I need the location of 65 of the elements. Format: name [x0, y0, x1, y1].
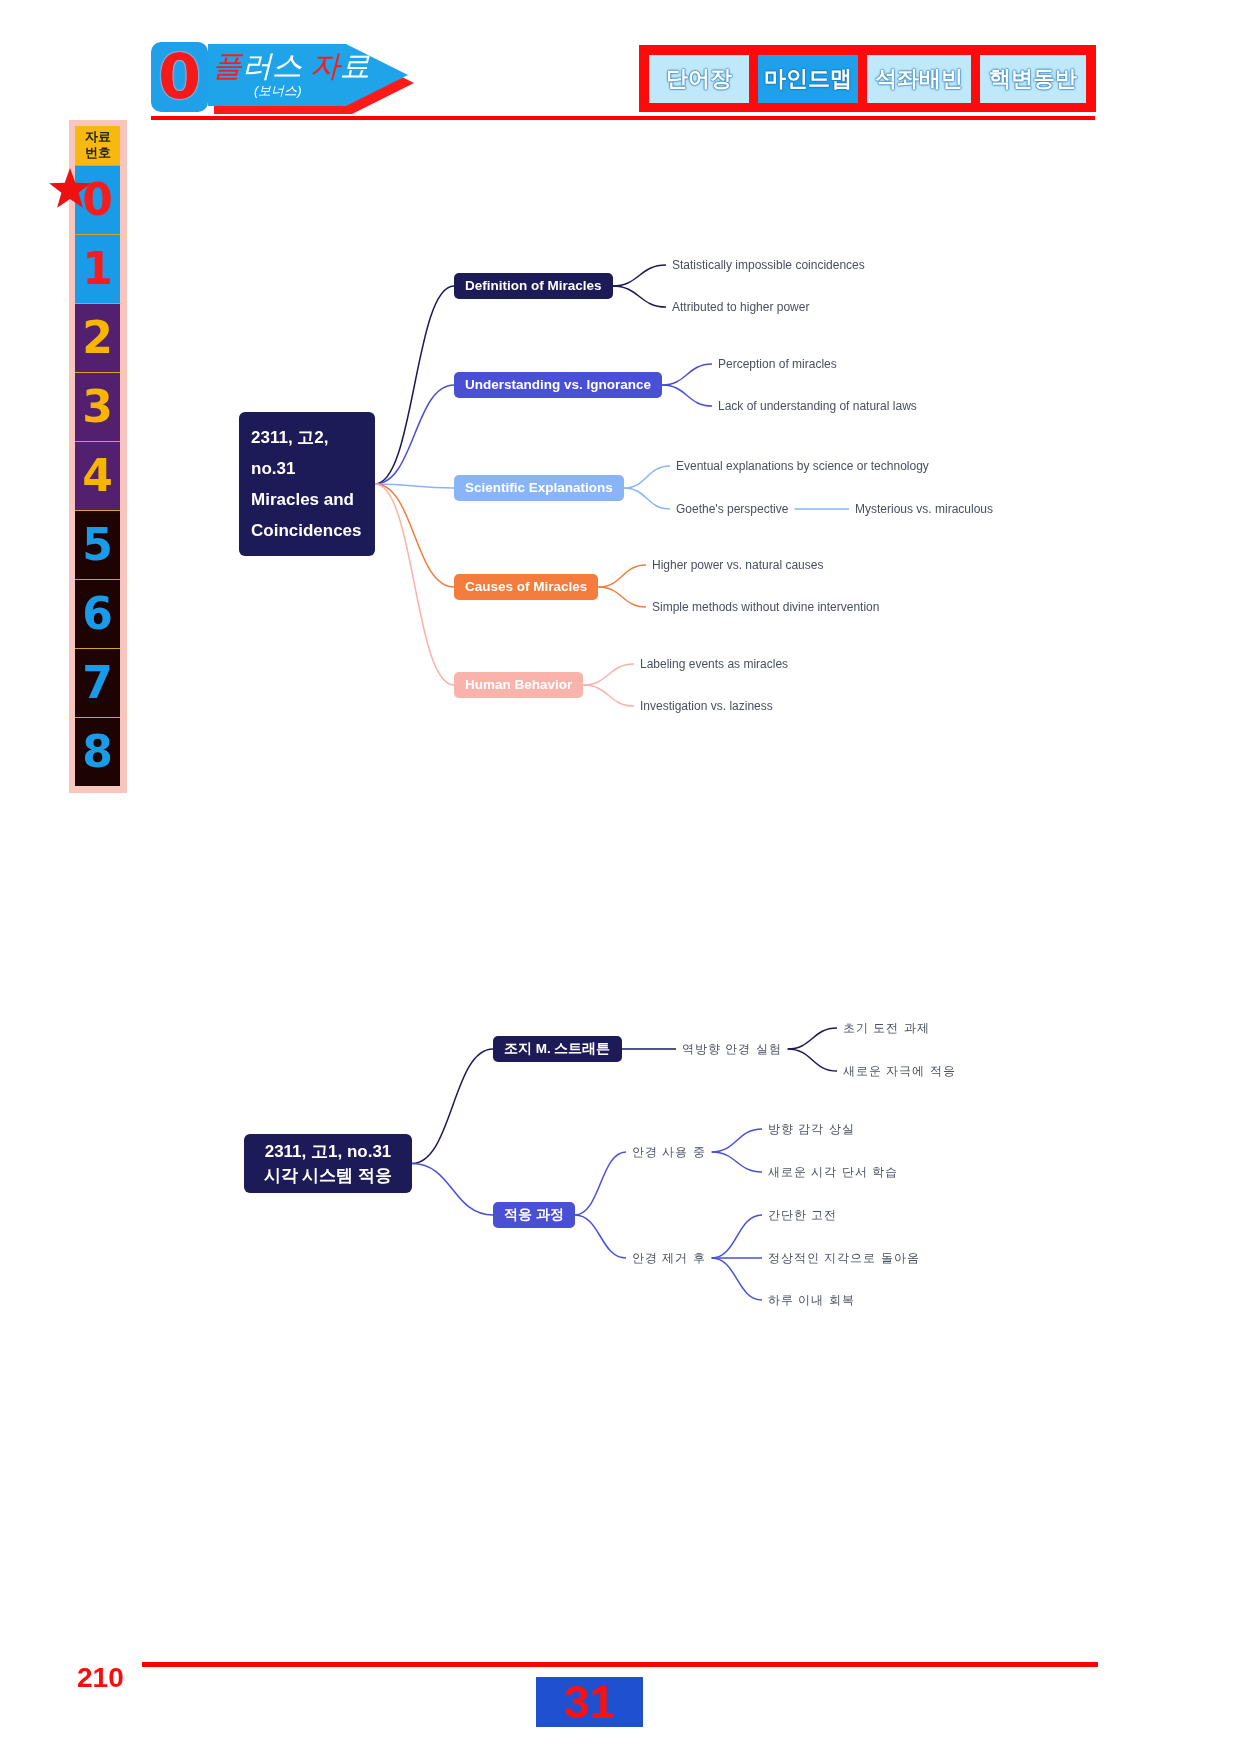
subtopic-text: Investigation vs. laziness — [640, 697, 773, 715]
tab: 마인드맵 — [758, 55, 858, 103]
subtopic-text: 안경 제거 후 — [632, 1249, 706, 1267]
root-topic-box: 2311, 고2, no.31 Miracles and Coincidences — [239, 412, 375, 556]
subtopic-text: 역방향 안경 실험 — [682, 1040, 782, 1058]
subtopic-text: 정상적인 지각으로 돌아옴 — [768, 1249, 920, 1267]
subtopic-text: Mysterious vs. miraculous — [855, 500, 994, 518]
topic-box: Understanding vs. Ignorance — [454, 372, 663, 398]
branch-line — [574, 1151, 627, 1216]
subtopic-text: 새로운 시각 단서 학습 — [768, 1163, 898, 1181]
subtopic-text: Higher power vs. natural causes — [652, 556, 824, 574]
branch-line — [374, 483, 455, 588]
tab: 석좌배빈 — [867, 55, 971, 103]
subtopic-text: 간단한 고전 — [768, 1206, 838, 1224]
page-number: 210 — [77, 1662, 124, 1694]
subtopic-text: Perception of miracles — [718, 355, 837, 373]
tab: 핵변동반 — [980, 55, 1086, 103]
number-cell: 1 — [75, 234, 120, 303]
subtopic-text: 하루 이내 회복 — [768, 1291, 855, 1309]
banner-subtitle: (보너스) — [254, 82, 302, 100]
subtopic-text: 새로운 자극에 적응 — [843, 1062, 956, 1080]
number-cell: 7 — [75, 648, 120, 717]
branch-line — [620, 1048, 677, 1050]
subtopic-text: 안경 사용 중 — [632, 1143, 706, 1161]
subtopic-text: Lack of understanding of natural laws — [718, 397, 917, 415]
branch-line — [411, 1162, 494, 1216]
number-cell: 8 — [75, 717, 120, 786]
branch-line — [582, 684, 635, 707]
branch-line — [710, 1151, 763, 1173]
page-number-box: 31 — [536, 1677, 643, 1727]
root-topic-box: 2311, 고1, no.31 시각 시스템 적응 — [244, 1134, 412, 1193]
topic-box: Scientific Explanations — [454, 475, 624, 501]
subtopic-text: Statistically impossible coincidences — [672, 256, 865, 274]
topic-box: Human Behavior — [454, 672, 584, 698]
number-cell: 6 — [75, 579, 120, 648]
branch-line — [597, 586, 647, 608]
number-cell: 2 — [75, 303, 120, 372]
branch-line — [374, 483, 455, 686]
topic-box: 적응 과정 — [493, 1202, 575, 1228]
branch-line — [793, 508, 850, 510]
subtopic-text: 초기 도전 과제 — [843, 1019, 930, 1037]
branch-line — [574, 1214, 627, 1259]
branch-line — [786, 1048, 838, 1072]
number-cell: 0 — [75, 165, 120, 234]
branch-line — [661, 384, 713, 407]
branch-line — [710, 1257, 763, 1301]
arrow-banner — [208, 44, 414, 114]
banner-title: 플러스 자료 — [212, 48, 371, 84]
topic-box: Definition of Miracles — [454, 273, 613, 299]
number-badge: 0 — [151, 42, 208, 112]
tab: 단어장 — [649, 55, 749, 103]
number-cell: 4 — [75, 441, 120, 510]
number-cell: 3 — [75, 372, 120, 441]
subtopic-text: Goethe's perspective — [676, 500, 789, 518]
number-cell: 5 — [75, 510, 120, 579]
subtopic-text: Attributed to higher power — [672, 298, 810, 316]
subtopic-text: Labeling events as miracles — [640, 655, 789, 673]
subtopic-text: Simple methods without divine intervention — [652, 598, 880, 616]
branch-line — [611, 285, 667, 308]
branch-line — [623, 487, 671, 510]
topic-box: Causes of Miracles — [454, 574, 599, 600]
subtopic-text: Eventual explanations by science or technology — [676, 457, 929, 475]
header-cell: 자료 번호 — [75, 126, 120, 165]
topic-box: 조지 M. 스트래튼 — [493, 1036, 622, 1062]
subtopic-text: 방향 감각 상실 — [768, 1120, 855, 1138]
